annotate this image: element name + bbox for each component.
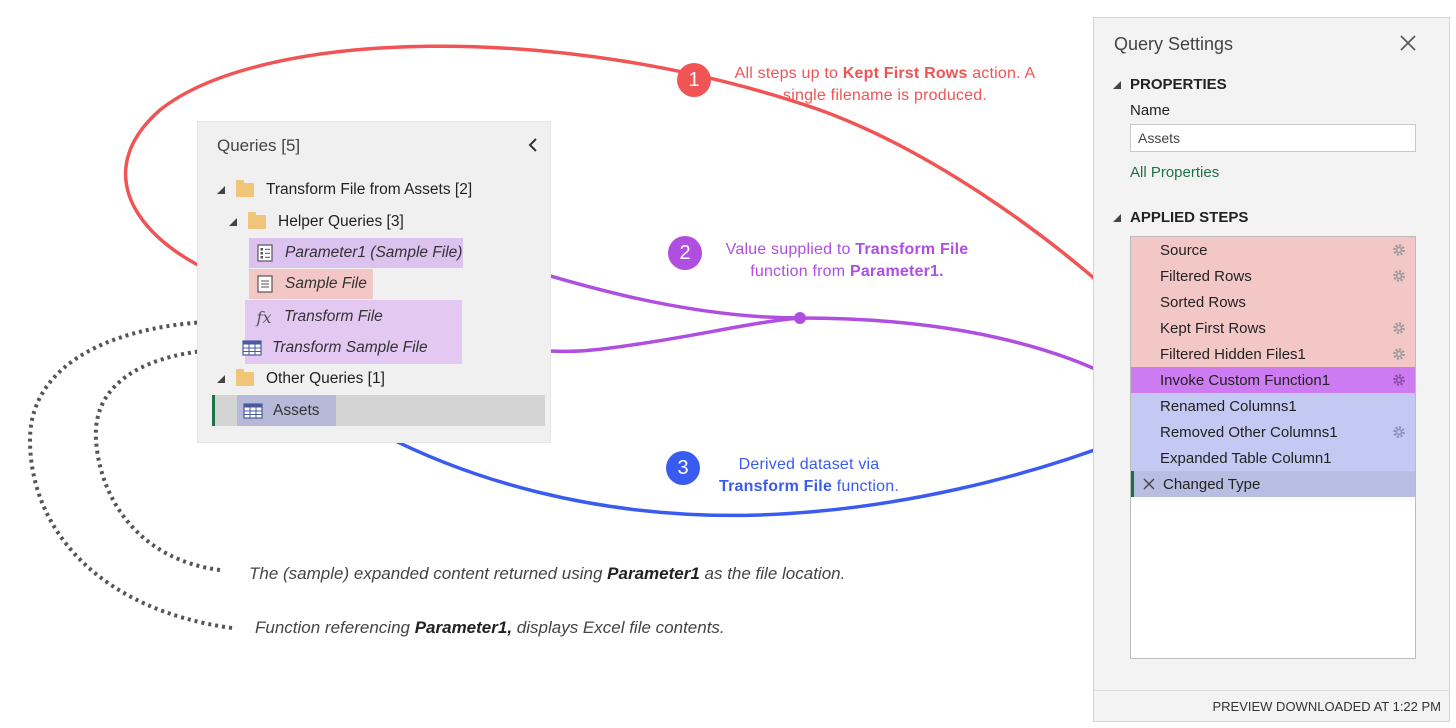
query-label: Sample File xyxy=(285,275,367,292)
group-label: Helper Queries [3] xyxy=(278,213,404,230)
function-icon: fx xyxy=(256,307,272,327)
properties-header-label: PROPERTIES xyxy=(1130,76,1227,93)
gear-icon[interactable] xyxy=(1391,346,1407,362)
parameter-icon xyxy=(255,243,275,263)
tree-group-helper[interactable]: Helper Queries [3] xyxy=(228,208,404,236)
collapse-pane-button[interactable] xyxy=(522,134,544,156)
applied-steps-list: Source Filtered Rows Sorted Rows Kept Fi… xyxy=(1130,236,1416,659)
properties-header[interactable]: PROPERTIES xyxy=(1112,76,1227,93)
delete-step-icon[interactable] xyxy=(1143,478,1155,490)
all-properties-link[interactable]: All Properties xyxy=(1130,164,1220,181)
red-arrow xyxy=(123,44,1112,294)
gear-icon[interactable] xyxy=(1391,268,1407,284)
step-label: Invoke Custom Function1 xyxy=(1160,371,1331,389)
step-sorted-rows[interactable]: Sorted Rows xyxy=(1131,289,1415,315)
expanded-triangle-icon xyxy=(1113,213,1121,222)
group-label: Transform File from Assets [2] xyxy=(266,181,473,198)
step-label: Renamed Columns1 xyxy=(1160,397,1297,415)
note-sample-content: The (sample) expanded content returned u… xyxy=(249,564,846,583)
query-item-assets[interactable]: Assets xyxy=(237,395,336,426)
expanded-triangle-icon xyxy=(229,218,237,226)
transform-highlight xyxy=(245,300,462,364)
query-settings-pane: Query Settings PROPERTIES Name All Prope… xyxy=(1093,17,1450,722)
step-filtered-rows[interactable]: Filtered Rows xyxy=(1131,263,1415,289)
gear-icon[interactable] xyxy=(1391,242,1407,258)
query-label: Transform Sample File xyxy=(272,339,428,356)
query-item-transform-file[interactable]: fx Transform File xyxy=(254,302,383,332)
close-settings-button[interactable] xyxy=(1398,33,1418,53)
folder-icon xyxy=(248,212,266,229)
query-item-parameter1[interactable]: Parameter1 (Sample File) xyxy=(249,238,463,268)
settings-title: Query Settings xyxy=(1114,34,1234,54)
folder-icon xyxy=(236,180,254,197)
step-renamed-columns[interactable]: Renamed Columns1 xyxy=(1131,393,1415,419)
name-label: Name xyxy=(1130,102,1171,119)
document-icon xyxy=(255,274,275,294)
close-icon xyxy=(1400,35,1416,51)
table-icon xyxy=(242,338,262,358)
step-label: Sorted Rows xyxy=(1160,293,1246,311)
gear-icon[interactable] xyxy=(1391,372,1407,388)
queries-title: Queries [5] xyxy=(217,136,301,155)
query-label: Assets xyxy=(273,401,320,419)
purple-junction xyxy=(794,312,806,324)
tree-group-other[interactable]: Other Queries [1] xyxy=(216,365,385,393)
step-kept-first-rows[interactable]: Kept First Rows xyxy=(1131,315,1415,341)
step-label: Changed Type xyxy=(1163,475,1261,493)
step-filtered-hidden-files[interactable]: Filtered Hidden Files1 xyxy=(1131,341,1415,367)
blue-arrow xyxy=(355,418,1118,518)
callout-1-text: All steps up to Kept First Rows action. … xyxy=(734,65,1036,104)
group-label: Other Queries [1] xyxy=(266,370,385,387)
gear-icon[interactable] xyxy=(1391,320,1407,336)
queries-pane: Queries [5] Transform File from Assets [… xyxy=(197,121,551,443)
folder-icon xyxy=(236,369,254,386)
step-label: Removed Other Columns1 xyxy=(1160,423,1338,441)
callout-2-badge: 2 xyxy=(668,236,702,270)
step-label: Kept First Rows xyxy=(1160,319,1266,337)
applied-steps-header-label: APPLIED STEPS xyxy=(1130,209,1249,226)
dotted-arrow-sample xyxy=(93,344,230,572)
applied-steps-header[interactable]: APPLIED STEPS xyxy=(1112,209,1248,226)
table-icon xyxy=(243,401,263,421)
step-label: Expanded Table Column1 xyxy=(1160,449,1332,467)
expanded-triangle-icon xyxy=(217,186,225,194)
callout-2-text: Value supplied to Transform File functio… xyxy=(725,241,969,280)
query-item-transform-sample-file[interactable]: Transform Sample File xyxy=(242,333,428,363)
step-source[interactable]: Source xyxy=(1131,237,1415,263)
status-footer: PREVIEW DOWNLOADED AT 1:22 PM xyxy=(1094,690,1449,721)
note-function: Function referencing Parameter1, display… xyxy=(255,618,725,637)
expanded-triangle-icon xyxy=(217,375,225,383)
step-expanded-table-column[interactable]: Expanded Table Column1 xyxy=(1131,445,1415,471)
query-name-input[interactable] xyxy=(1130,124,1416,152)
step-label: Source xyxy=(1160,241,1208,259)
query-label: Parameter1 (Sample File) xyxy=(285,244,463,261)
tree-group-transform[interactable]: Transform File from Assets [2] xyxy=(216,176,472,204)
step-label: Filtered Rows xyxy=(1160,267,1252,285)
query-item-sample-file[interactable]: Sample File xyxy=(249,269,373,299)
query-label: Transform File xyxy=(284,308,383,325)
step-changed-type[interactable]: Changed Type xyxy=(1131,471,1415,497)
expanded-triangle-icon xyxy=(1113,80,1121,89)
step-invoke-custom-function[interactable]: Invoke Custom Function1 xyxy=(1131,367,1415,393)
callout-1-badge: 1 xyxy=(677,63,711,97)
gear-icon[interactable] xyxy=(1391,424,1407,440)
preview-status: PREVIEW DOWNLOADED AT 1:22 PM xyxy=(1212,699,1441,714)
step-removed-other-columns[interactable]: Removed Other Columns1 xyxy=(1131,419,1415,445)
step-label: Filtered Hidden Files1 xyxy=(1160,345,1306,363)
callout-3-badge: 3 xyxy=(666,451,700,485)
callout-3-text: Derived dataset via Transform File funct… xyxy=(719,456,899,495)
dotted-arrow-function xyxy=(27,316,234,630)
chevron-left-icon xyxy=(528,138,537,152)
